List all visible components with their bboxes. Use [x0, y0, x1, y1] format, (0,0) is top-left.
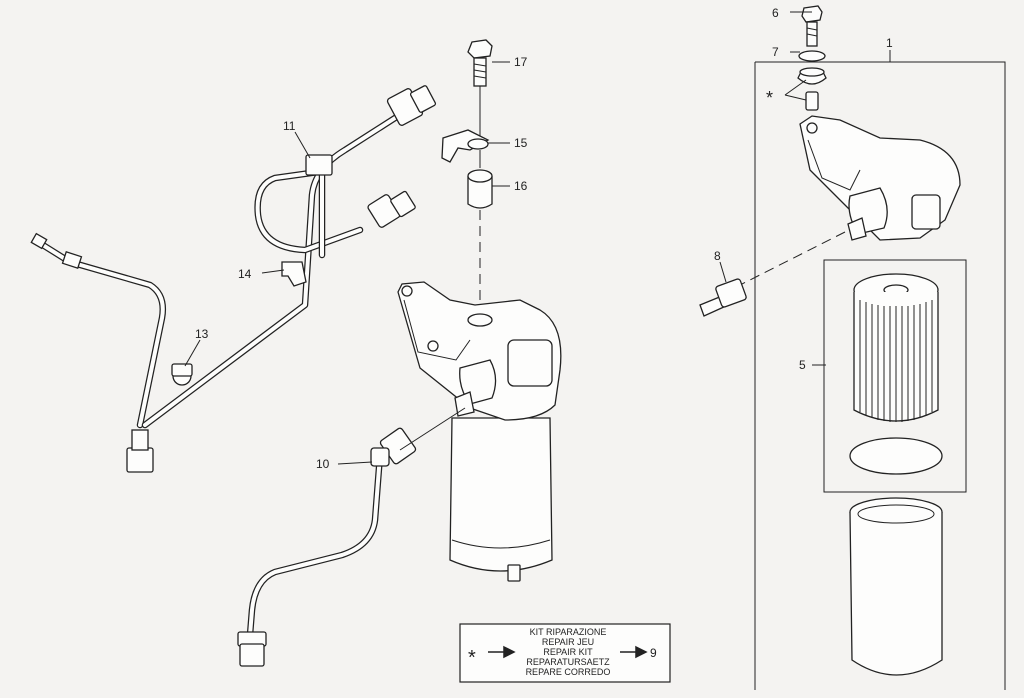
- callout-1: 1: [886, 36, 893, 50]
- kit-line-3: REPAIR KIT: [543, 647, 593, 657]
- callout-7: 7: [772, 45, 779, 59]
- callout-6: 6: [772, 6, 779, 20]
- callout-11: 11: [283, 119, 296, 133]
- kit-frame-1: [754, 61, 1006, 690]
- callout-13: 13: [195, 327, 209, 341]
- bolt-6: [801, 5, 823, 47]
- fitting-8: [699, 278, 747, 317]
- arrow-right-icon: [620, 645, 648, 659]
- grommet-kit: [797, 67, 827, 111]
- hose-assembly-11: [141, 85, 437, 429]
- kit-line-5: REPARE CORREDO: [526, 667, 611, 677]
- kit-line-1: KIT RIPARAZIONE: [530, 627, 607, 637]
- callout-16: 16: [514, 179, 528, 193]
- washer-7: [798, 50, 826, 62]
- hose-assembly-10: [237, 427, 417, 667]
- element-kit-5: [823, 259, 967, 493]
- washer-15: [441, 129, 490, 163]
- spacer-16: [467, 169, 493, 209]
- kit-line-2: REPAIR JEU: [542, 637, 594, 647]
- callout-labels: 17 15 16 11 14 13 10 6 7 * 8 5 1: [195, 6, 893, 471]
- kit-target: 9: [650, 646, 657, 660]
- kit-symbol: *: [468, 647, 476, 669]
- clip-13: [171, 363, 193, 386]
- kit-line-4: REPARATURSAETZ: [526, 657, 610, 667]
- tee-connector-11: [305, 154, 333, 176]
- o-ring: [849, 437, 943, 475]
- callout-5: 5: [799, 358, 806, 372]
- filter-head-right: [799, 115, 961, 241]
- callout-8: 8: [714, 249, 721, 263]
- callout-14: 14: [238, 267, 252, 281]
- clip-14: [281, 261, 307, 287]
- bolt-17: [467, 39, 493, 140]
- leader-lines: [184, 11, 891, 465]
- arrow-right-icon: [488, 645, 516, 659]
- callout-star: *: [766, 88, 773, 108]
- filter-assembly-center: [397, 281, 562, 582]
- callout-15: 15: [514, 136, 528, 150]
- callout-17: 17: [514, 55, 528, 69]
- hose-assembly-13: [30, 232, 166, 473]
- filter-bowl-right: [849, 497, 943, 676]
- repair-kit-legend: KIT RIPARAZIONE REPAIR JEU REPAIR KIT RE…: [459, 623, 671, 683]
- callout-10: 10: [316, 457, 330, 471]
